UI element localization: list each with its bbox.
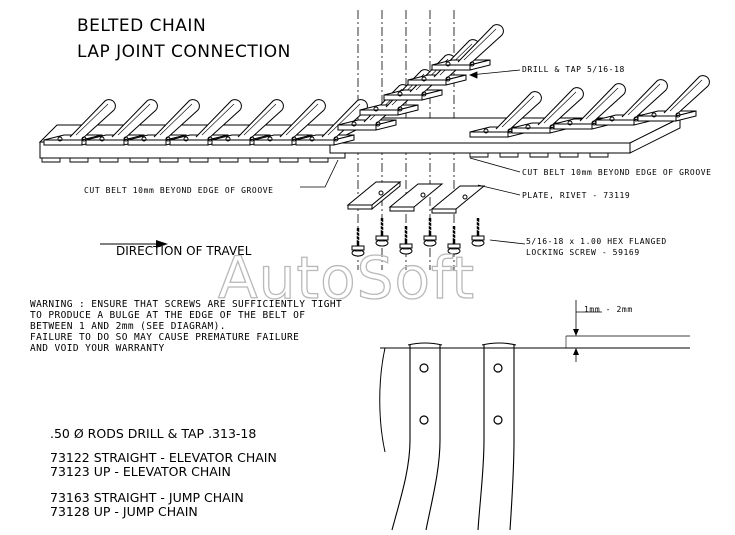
- leader-lines: [300, 69, 526, 245]
- gap-dimension-label: 1mm - 2mm: [584, 305, 633, 314]
- cut-belt-right-label: CUT BELT 10mm BEYOND EDGE OF GROOVE: [522, 168, 712, 177]
- rivet-plates: [346, 180, 486, 214]
- title-line-1: BELTED CHAIN: [77, 16, 207, 36]
- warning-line: AND VOID YOUR WARRANTY: [30, 343, 165, 354]
- warning-line: TO PRODUCE A BULGE AT THE EDGE OF THE BE…: [30, 310, 306, 321]
- direction-arrow: [100, 240, 168, 248]
- warning-line: FAILURE TO DO SO MAY CAUSE PREMATURE FAI…: [30, 332, 300, 343]
- detail-view: [379, 300, 690, 531]
- autosoft-watermark: AutoSoft: [217, 243, 476, 312]
- part-number-line: 73128 UP - JUMP CHAIN: [50, 504, 198, 519]
- rods-note: .50 Ø RODS DRILL & TAP .313-18: [50, 426, 257, 441]
- parts-group-jump: 73163 STRAIGHT - JUMP CHAIN 73128 UP - J…: [50, 491, 244, 519]
- screw-label-line-1: 5/16-18 x 1.00 HEX FLANGED: [526, 237, 667, 246]
- cut-belt-left-label: CUT BELT 10mm BEYOND EDGE OF GROOVE: [84, 186, 274, 195]
- parts-group-elevator: 73122 STRAIGHT - ELEVATOR CHAIN 73123 UP…: [50, 451, 277, 479]
- screw-label-line-2: LOCKING SCREW - 59169: [526, 248, 640, 257]
- part-number-line: 73163 STRAIGHT - JUMP CHAIN: [50, 490, 244, 505]
- warning-note: WARNING : ENSURE THAT SCREWS ARE SUFFICI…: [30, 299, 342, 354]
- part-number-line: 73123 UP - ELEVATOR CHAIN: [50, 464, 231, 479]
- warning-line: BETWEEN 1 AND 2mm (SEE DIAGRAM).: [30, 321, 226, 332]
- warning-line: WARNING : ENSURE THAT SCREWS ARE SUFFICI…: [30, 299, 343, 310]
- part-number-line: 73122 STRAIGHT - ELEVATOR CHAIN: [50, 450, 277, 465]
- title-line-2: LAP JOINT CONNECTION: [77, 42, 291, 62]
- plate-rivet-label: PLATE, RIVET - 73119: [522, 191, 631, 200]
- drill-tap-label: DRILL & TAP 5/16-18: [522, 65, 625, 74]
- direction-of-travel-label: DIRECTION OF TRAVEL: [116, 244, 252, 258]
